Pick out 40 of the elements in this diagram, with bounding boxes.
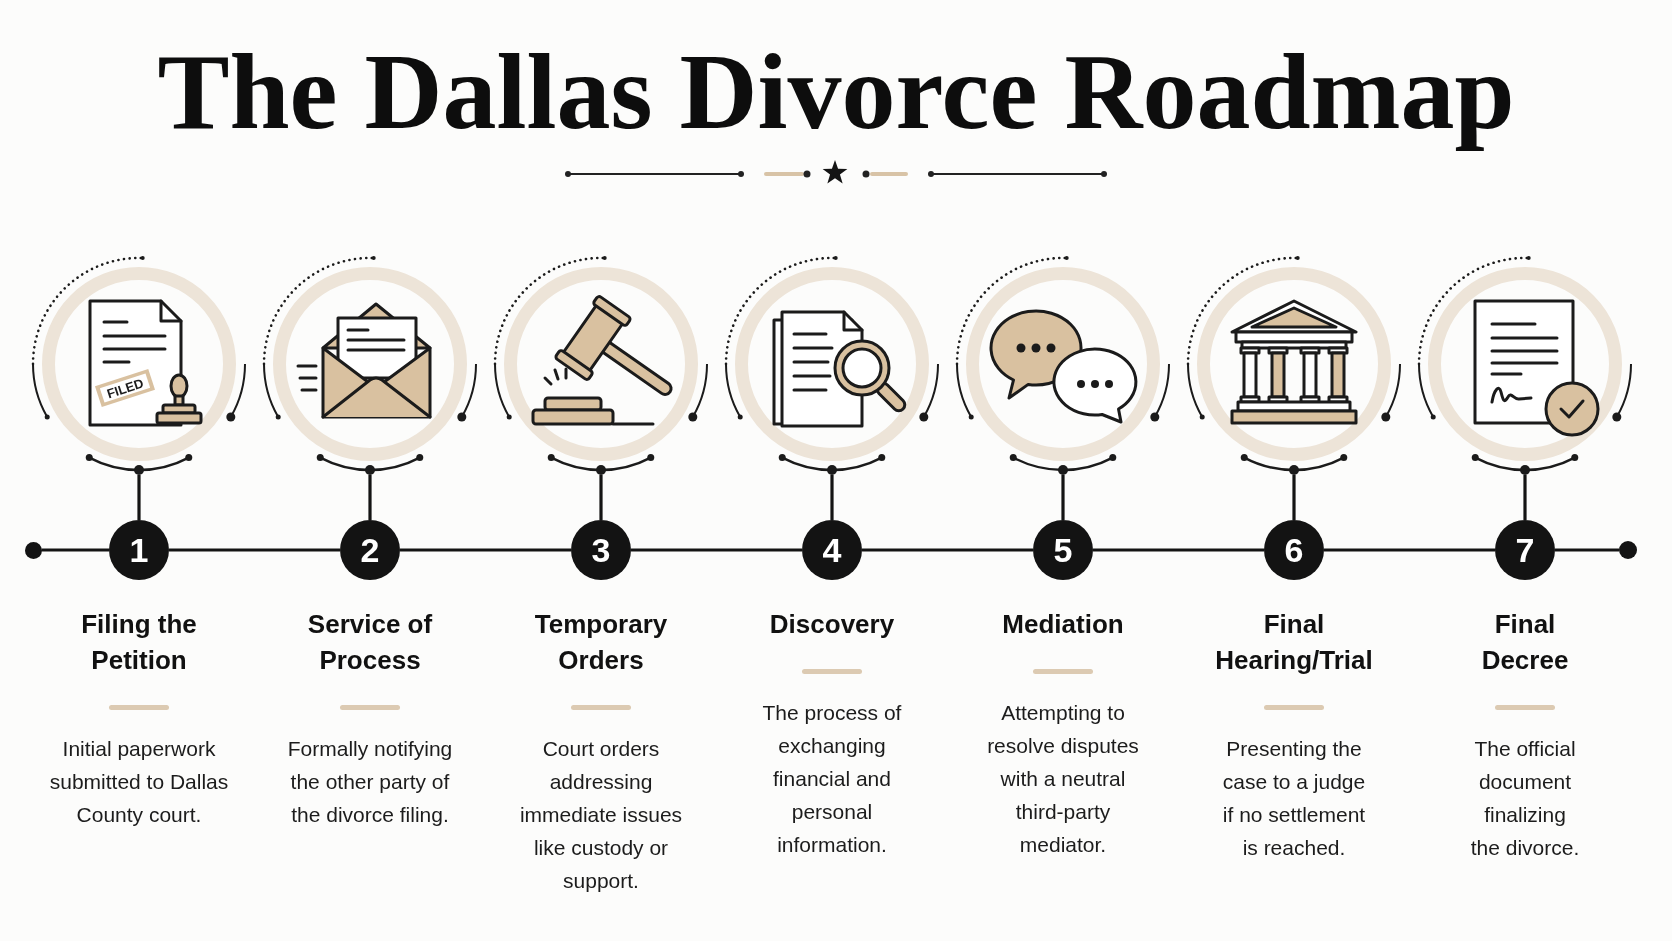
step-heading: Mediation <box>1001 608 1125 641</box>
step-heading: Discovery <box>769 608 895 641</box>
timeline-line <box>1324 548 1495 552</box>
step-heading: Service of Process <box>307 608 433 677</box>
step-description: The official document finalizing the divorce. <box>1470 736 1580 861</box>
step-heading: Temporary Orders <box>534 608 668 677</box>
timeline-line <box>400 548 571 552</box>
title: The Dallas Divorce Roadmap <box>157 31 1515 153</box>
step-number-circle: 5 <box>1033 520 1093 580</box>
timeline-line <box>631 548 802 552</box>
step-heading: Final Hearing/Trial <box>1214 608 1374 677</box>
endpoint-dot-icon <box>1619 541 1637 559</box>
connector-line <box>830 475 834 520</box>
step-description: The process of exchanging financial and personal information. <box>762 700 902 858</box>
connector-line <box>368 475 372 520</box>
step-number-circle: 2 <box>340 520 400 580</box>
step-number-circle: 6 <box>1264 520 1324 580</box>
step-number-circle: 3 <box>571 520 631 580</box>
timeline-line <box>1555 548 1619 552</box>
step-description: Initial paperwork submitted to Dallas County court. <box>49 736 229 828</box>
timeline-line <box>41 548 109 552</box>
connector-line <box>599 475 603 520</box>
step-description: Attempting to resolve disputes with a neutral third-party mediator. <box>986 700 1140 858</box>
timeline-line <box>1093 548 1264 552</box>
connector-line <box>1523 475 1527 520</box>
step-number-circle: 4 <box>802 520 862 580</box>
step-number-circle: 7 <box>1495 520 1555 580</box>
step-description: Court orders addressing immediate issues like custody or support. <box>519 736 683 894</box>
connector-line <box>1292 475 1296 520</box>
stamp-text: FILED <box>104 375 146 402</box>
timeline-line <box>169 548 340 552</box>
timeline-line <box>862 548 1033 552</box>
step-description: Presenting the case to a judge if no settlement is reached. <box>1222 736 1366 861</box>
step-number-circle: 1 <box>109 520 169 580</box>
step-heading: Filing the Petition <box>80 608 198 677</box>
endpoint-dot-icon <box>24 541 42 559</box>
connector-line <box>137 475 141 520</box>
connector-line <box>1061 475 1065 520</box>
step-description: Formally notifying the other party of the divorce filing. <box>287 736 453 828</box>
step-heading: Final Decree <box>1481 608 1569 677</box>
